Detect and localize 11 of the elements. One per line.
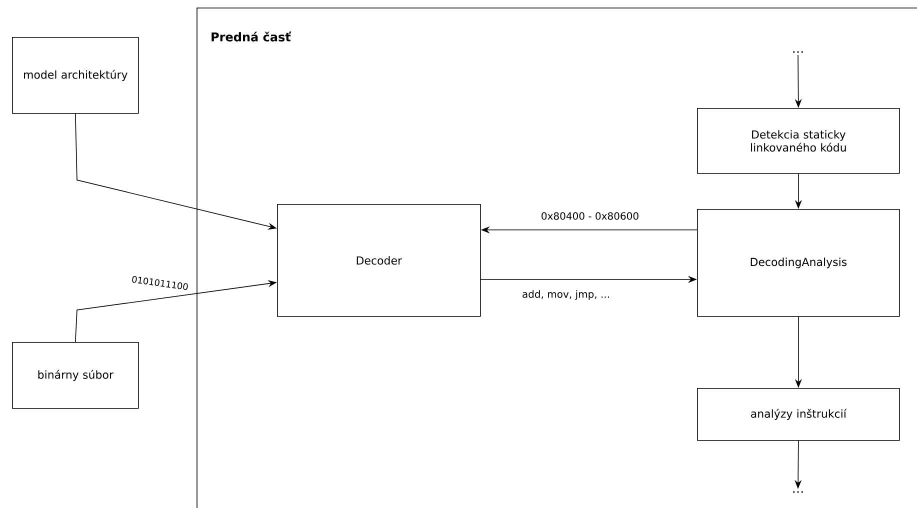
process-box: Decoder bbox=[277, 204, 481, 317]
edge-label: 0x80400 - 0x80600 bbox=[540, 211, 640, 221]
process-box: Detekcia staticky linkovaného kódu bbox=[697, 108, 900, 174]
ellipsis-text: ... bbox=[793, 491, 803, 493]
process-box: DecodingAnalysis bbox=[697, 209, 900, 317]
process-box: analýzy inštrukcií bbox=[697, 388, 900, 441]
ellipsis-text: ... bbox=[793, 51, 803, 53]
edge-label: add, mov, jmp, ... bbox=[520, 289, 612, 301]
process-box: binárny súbor bbox=[12, 342, 139, 409]
edge-label: 0101011100 bbox=[130, 274, 190, 292]
process-box: model architektúry bbox=[12, 37, 139, 114]
